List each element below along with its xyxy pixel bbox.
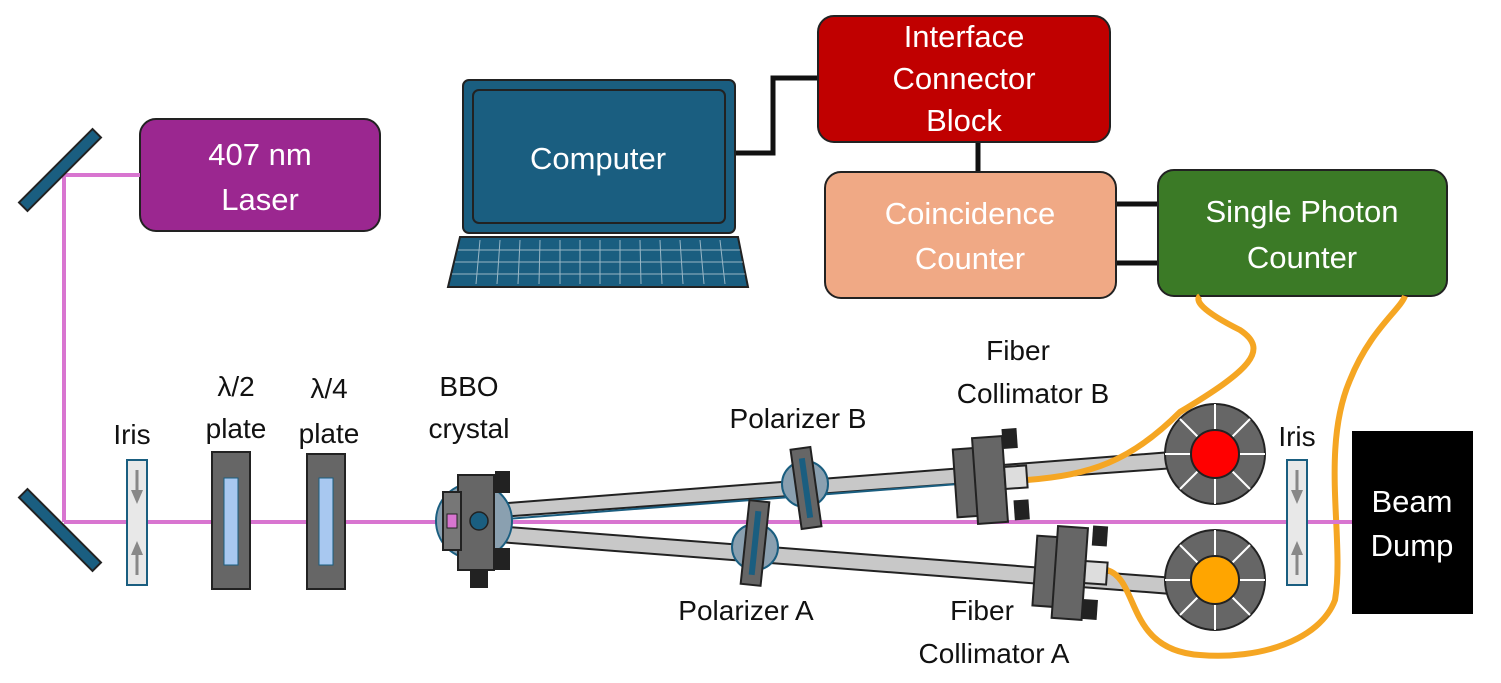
beam-dump: Beam Dump [1352,431,1473,614]
half-wave-label-line1: λ/2 [217,371,254,402]
computer-icon: Computer [446,79,750,288]
mirror-top [17,127,103,213]
optical-fibers [1026,293,1408,659]
fiber-b [1026,293,1257,483]
polarizer-a-label: Polarizer A [678,595,814,626]
coincidence-label-line2: Counter [915,241,1025,276]
quarter-wave-plate [306,453,346,590]
spc-label-line1: Single Photon [1205,194,1398,229]
computer-label: Computer [530,141,666,176]
half-wave-plate [211,451,251,590]
iris-right-label: Iris [1278,421,1315,452]
fiber-collimator-b [951,428,1030,526]
interface-label-line1: Interface [904,19,1025,54]
mirror-bottom [17,487,103,573]
coincidence-counter-box: Coincidence Counter [824,171,1117,299]
detector-a [1164,529,1266,631]
bbo-label-line2: crystal [429,413,510,444]
bbo-crystal-mount [435,471,513,588]
quarter-wave-label-line2: plate [299,418,360,449]
interface-label-line3: Block [926,103,1002,138]
half-wave-label-line2: plate [206,413,267,444]
cable-computer-interface [735,75,818,156]
interface-label-line2: Connector [892,61,1035,96]
data-cables [735,75,1158,266]
laser-beam [62,173,1355,524]
signal-line-b [479,479,1011,522]
collimator-b-label-line2: Collimator B [957,378,1109,409]
detector-b [1164,403,1266,505]
spc-label-line2: Counter [1247,240,1357,275]
laser-label-line2: Laser [221,182,299,217]
collimator-b-label-line1: Fiber [986,335,1050,366]
iris-left [126,459,148,586]
polarizer-b [781,445,829,531]
collimator-a-label-line1: Fiber [950,595,1014,626]
collimator-a-label-line2: Collimator A [919,638,1070,669]
beam-dump-label-line1: Beam [1372,484,1453,519]
single-photon-counter-box: Single Photon Counter [1157,169,1448,297]
iris-left-label: Iris [113,419,150,450]
polarizer-a [731,499,779,587]
iris-right [1286,459,1308,586]
polarizer-b-label: Polarizer B [730,403,867,434]
laser-label-line1: 407 nm [208,137,311,172]
fiber-a [1105,294,1408,659]
fiber-collimator-a [1031,524,1109,621]
quarter-wave-label-line1: λ/4 [310,373,347,404]
interface-connector-block: Interface Connector Block [817,15,1111,143]
coincidence-label-line1: Coincidence [885,196,1056,231]
beam-dump-label-line2: Dump [1371,528,1454,563]
laser-box: 407 nm Laser [139,118,381,232]
bbo-label-line1: BBO [439,371,498,402]
